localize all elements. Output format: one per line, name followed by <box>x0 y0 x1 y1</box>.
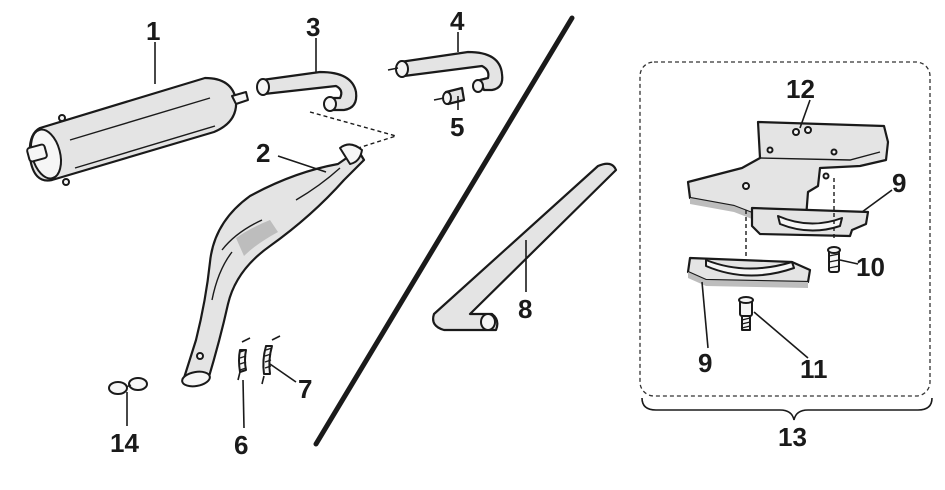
label-12: 12 <box>786 74 815 104</box>
label-2: 2 <box>256 138 270 168</box>
label-13: 13 <box>778 422 807 452</box>
sleeve-part-5[interactable] <box>433 86 466 106</box>
label-3: 3 <box>306 12 320 42</box>
clamp-half-part-9-upper[interactable] <box>750 206 870 238</box>
label-6: 6 <box>234 430 248 460</box>
bent-tube-part-4[interactable] <box>387 50 504 93</box>
label-5: 5 <box>450 112 464 142</box>
label-1: 1 <box>146 16 160 46</box>
bent-tube-part-3[interactable] <box>256 70 358 112</box>
spring-part-6[interactable] <box>237 337 251 381</box>
gasket-part-14[interactable] <box>108 377 148 395</box>
kit-group-box <box>639 61 931 397</box>
bent-rod-part-8[interactable] <box>432 162 618 332</box>
label-7: 7 <box>298 374 312 404</box>
connection-line <box>309 111 399 151</box>
part-labels: 1 2 3 4 5 6 7 8 9 9 10 11 12 13 14 <box>110 6 906 460</box>
label-9-lower: 9 <box>698 348 712 378</box>
divider-line <box>313 15 575 447</box>
label-14: 14 <box>110 428 139 458</box>
silencer-part-1[interactable] <box>26 76 249 186</box>
clamp-half-part-9-lower[interactable] <box>686 256 812 288</box>
label-8: 8 <box>518 294 532 324</box>
leader-lines <box>126 32 893 429</box>
label-9-upper: 9 <box>892 168 906 198</box>
label-11: 11 <box>800 354 828 384</box>
bolt-part-10[interactable] <box>827 246 841 273</box>
label-4: 4 <box>450 6 465 36</box>
bolt-part-11[interactable] <box>738 296 754 331</box>
spring-part-7[interactable] <box>261 335 281 385</box>
expansion-chamber-part-2[interactable] <box>181 143 366 388</box>
label-10: 10 <box>856 252 885 282</box>
group-brace <box>641 397 933 421</box>
